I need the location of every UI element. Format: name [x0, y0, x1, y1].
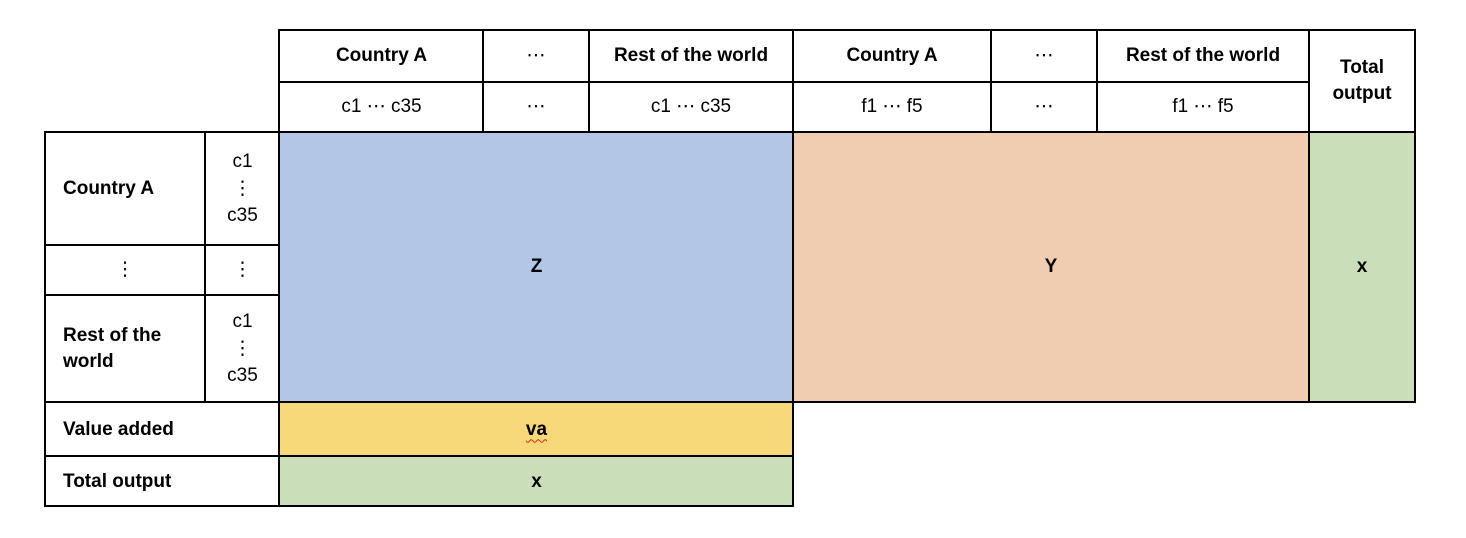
grid-line	[990, 29, 992, 132]
subheader-intermediate-country-a: c1 ⋯ c35	[341, 96, 422, 117]
row-label-ellipsis: ⋮	[115, 259, 135, 280]
grid-line	[44, 244, 280, 246]
grid-line	[44, 131, 46, 507]
total-output-row-block: x	[280, 457, 793, 506]
intermediate-block-label: Z	[530, 256, 543, 277]
grid-line	[482, 29, 484, 132]
value-added-block: va	[280, 403, 793, 456]
subheader-intermediate-ellipsis: ⋯	[526, 96, 546, 117]
sector-first: c1	[232, 151, 253, 172]
total-output-column-label: x	[1356, 256, 1368, 277]
grid-line	[204, 131, 206, 403]
grid-line	[44, 131, 1416, 133]
final-demand-block-y: Y	[793, 132, 1309, 402]
header-final-rest-of-world: Rest of the world	[1125, 45, 1281, 66]
header-intermediate-rest-of-world: Rest of the world	[613, 45, 769, 66]
grid-line	[44, 455, 794, 457]
subheader-final-ellipsis: ⋯	[1034, 96, 1054, 117]
row-label-rest-of-world: Rest of the world	[63, 324, 162, 372]
sector-vertical-ellipsis: ⋮	[233, 178, 252, 199]
subheader-intermediate-rest-of-world: c1 ⋯ c35	[650, 96, 732, 117]
row-sectors-rest-of-world: c1 ⋮ c35	[205, 295, 280, 402]
sector-vertical-ellipsis: ⋮	[233, 338, 252, 359]
header-final-country-a: Country A	[846, 45, 938, 66]
row-label-value-added: Value added	[63, 418, 174, 440]
subheader-final-rest-of-world: f1 ⋯ f5	[1172, 96, 1234, 117]
grid-line	[792, 29, 794, 507]
grid-line	[279, 81, 1309, 83]
header-final-ellipsis: ⋯	[1034, 45, 1054, 66]
total-output-column-block: x	[1309, 132, 1415, 402]
grid-line	[1308, 29, 1310, 403]
sector-last: c35	[227, 205, 258, 226]
header-total-output: Total output	[1332, 57, 1392, 104]
sector-first: c1	[232, 311, 253, 332]
grid-line	[1414, 29, 1416, 403]
total-output-row-label: x	[531, 470, 542, 492]
value-added-block-label: va	[525, 418, 548, 440]
grid-line	[278, 29, 280, 507]
header-intermediate-country-a: Country A	[335, 45, 428, 66]
header-intermediate-ellipsis: ⋯	[526, 45, 546, 66]
final-demand-block-label: Y	[1044, 256, 1058, 277]
grid-line	[279, 29, 1416, 31]
grid-line	[44, 505, 794, 507]
sector-last: c35	[227, 365, 258, 386]
row-label-country-a: Country A	[63, 177, 155, 199]
row-sectors-country-a: c1 ⋮ c35	[205, 132, 280, 245]
row-sectors-ellipsis: ⋮	[233, 259, 252, 280]
intermediate-block-z: Z	[280, 132, 793, 402]
subheader-final-country-a: f1 ⋯ f5	[861, 96, 923, 117]
row-label-total-output: Total output	[63, 470, 172, 492]
grid-line	[44, 401, 1416, 403]
grid-line	[1096, 29, 1098, 132]
grid-line	[588, 29, 590, 132]
grid-line	[44, 294, 280, 296]
